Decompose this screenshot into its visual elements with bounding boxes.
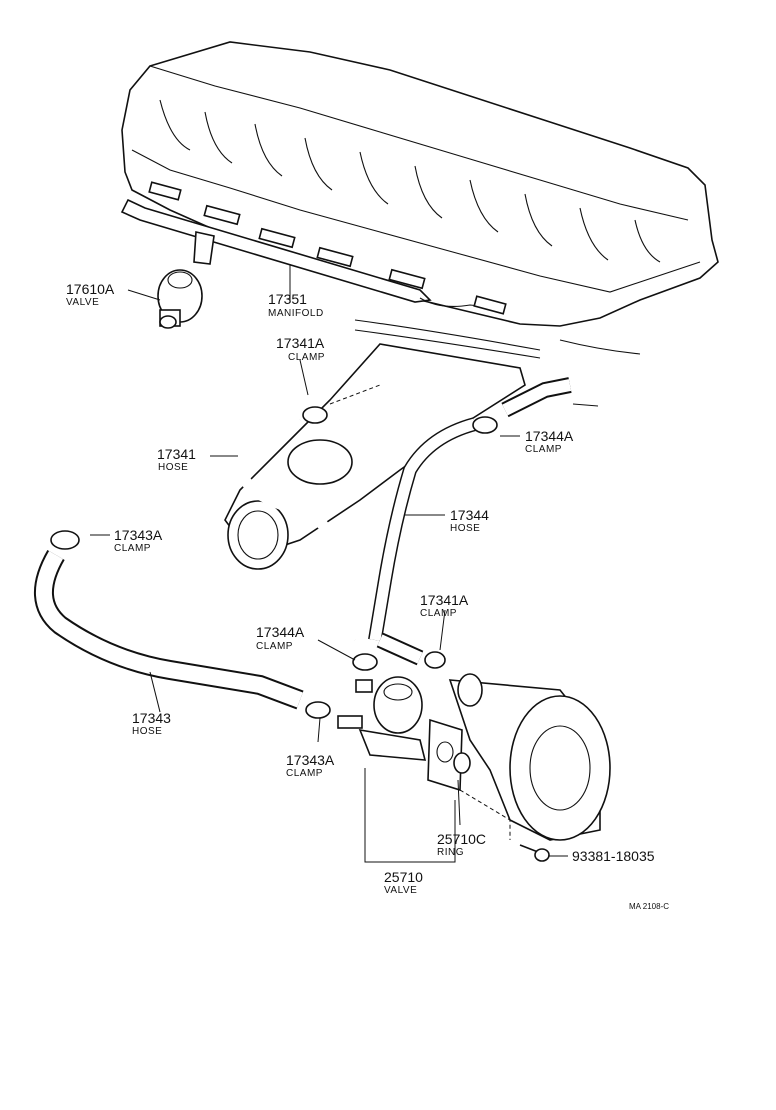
part-name: CLAMP [525, 444, 562, 455]
part-number: 93381-18035 [572, 848, 655, 864]
part-number: 17341A [276, 335, 325, 351]
part-number: 17341A [420, 592, 469, 608]
label-valve-25710: 25710 VALVE [384, 869, 423, 896]
label-clamp-17344a-right: 17344A CLAMP [525, 428, 574, 455]
part-number: 17343A [286, 752, 335, 768]
label-clamp-17343a-lower: 17343A CLAMP [286, 752, 335, 779]
leader-lines [90, 265, 599, 863]
manifold-pipe [120, 181, 507, 315]
clamp-icons [50, 406, 498, 719]
label-clamp-17344a-lower: 17344A CLAMP [256, 624, 305, 652]
label-ring-25710c: 25710C RING [437, 831, 486, 858]
part-number: 17610A [66, 281, 115, 297]
part-number: 25710 [384, 869, 423, 885]
intake-plenum [224, 319, 641, 570]
part-name: MANIFOLD [268, 308, 324, 319]
part-number: 17344A [256, 624, 305, 640]
label-hose-17343: 17343 HOSE [132, 710, 171, 737]
part-name: HOSE [132, 726, 162, 737]
drawing-code: MA 2108-C [629, 902, 669, 911]
part-number: 17344A [525, 428, 574, 444]
valve-17610a [157, 269, 203, 329]
label-valve-17610a: 17610A VALVE [66, 281, 115, 308]
part-name: CLAMP [420, 608, 457, 619]
part-number: 17343A [114, 527, 163, 543]
part-number: 17344 [450, 507, 489, 523]
label-bolt-93381: 93381-18035 [572, 848, 655, 864]
label-hose-17341: 17341 HOSE [157, 446, 196, 473]
label-hose-17344: 17344 HOSE [450, 507, 489, 534]
label-manifold-17351: 17351 MANIFOLD [268, 291, 324, 319]
hose-upper-right [501, 377, 572, 418]
hose-17344 [368, 417, 477, 642]
part-name: CLAMP [114, 543, 151, 554]
throttle-body [448, 673, 611, 841]
cylinder-head-cover [121, 41, 719, 327]
part-name: VALVE [66, 297, 99, 308]
part-number: 17341 [157, 446, 196, 462]
part-name: CLAMP [256, 641, 293, 652]
hose-lower-right [376, 632, 424, 666]
label-clamp-17341a-top: 17341A CLAMP [276, 335, 325, 363]
hose-17343 [34, 550, 304, 710]
part-number: 25710C [437, 831, 486, 847]
bolt-icon [519, 844, 550, 862]
part-number: 17343 [132, 710, 171, 726]
hose-17341 [234, 414, 361, 642]
part-name: HOSE [450, 523, 480, 534]
label-clamp-17343a-top: 17343A CLAMP [114, 527, 163, 554]
valve-25710 [337, 676, 427, 761]
part-name: VALVE [384, 885, 417, 896]
label-clamp-17341a-lower: 17341A CLAMP [420, 592, 469, 619]
part-name: CLAMP [288, 352, 325, 363]
part-name: HOSE [158, 462, 188, 473]
part-name: CLAMP [286, 768, 323, 779]
part-name: RING [437, 847, 464, 858]
ring-25710c [427, 718, 471, 792]
part-number: 17351 [268, 291, 307, 307]
